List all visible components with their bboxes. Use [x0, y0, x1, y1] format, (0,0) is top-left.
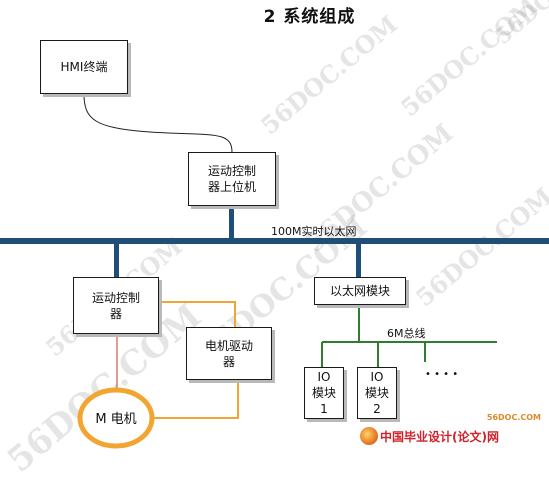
bus-6m-label: 6M总线	[387, 327, 426, 340]
io-module-2-box: IO 模块 2	[357, 367, 397, 419]
upper-drop	[229, 206, 234, 240]
controller-drop	[114, 243, 119, 277]
ethernet-bus-line	[0, 238, 549, 244]
motion-controller-box: 运动控制 器	[73, 277, 159, 334]
io-module-1-label: IO 模块 1	[311, 370, 336, 416]
io-module-2-label: IO 模块 2	[364, 370, 389, 416]
page-title: 2 系统组成	[263, 7, 356, 27]
ethernet-module-drop	[356, 243, 361, 277]
site-logo-small: 56DOC.COM	[486, 413, 541, 422]
motion-controller-label: 运动控制 器	[91, 290, 140, 321]
driver-motor-link	[150, 380, 239, 419]
upper-computer-box: 运动控制 器上位机	[188, 152, 276, 206]
site-logo-brand: 中国毕业设计(论文)网	[380, 430, 499, 444]
ethernet-module-label: 以太网模块	[329, 284, 390, 298]
ethernet-module-box: 以太网模块	[314, 277, 406, 305]
motor-ellipse	[77, 387, 155, 449]
logo-flame-icon	[360, 427, 378, 445]
controller-driver-link	[158, 301, 236, 327]
io-module-1-box: IO 模块 1	[304, 367, 344, 419]
motor-driver-label: 电机驱动 器	[204, 338, 253, 369]
hmi-cable	[83, 93, 233, 153]
hmi-terminal-label: HMI终端	[60, 60, 108, 74]
site-logo: 56DOC.COM 中国毕业设计(论文)网	[360, 413, 549, 452]
ethernet-bus-label: 100M实时以太网	[271, 225, 357, 238]
more-modules-ellipsis: • • • •	[425, 369, 459, 380]
upper-computer-label: 运动控制 器上位机	[207, 164, 256, 194]
motor-driver-box: 电机驱动 器	[186, 327, 272, 380]
diagram-connections	[0, 93, 549, 449]
hmi-terminal-box: HMI终端	[40, 40, 128, 94]
motor-label: M 电机	[95, 412, 137, 427]
